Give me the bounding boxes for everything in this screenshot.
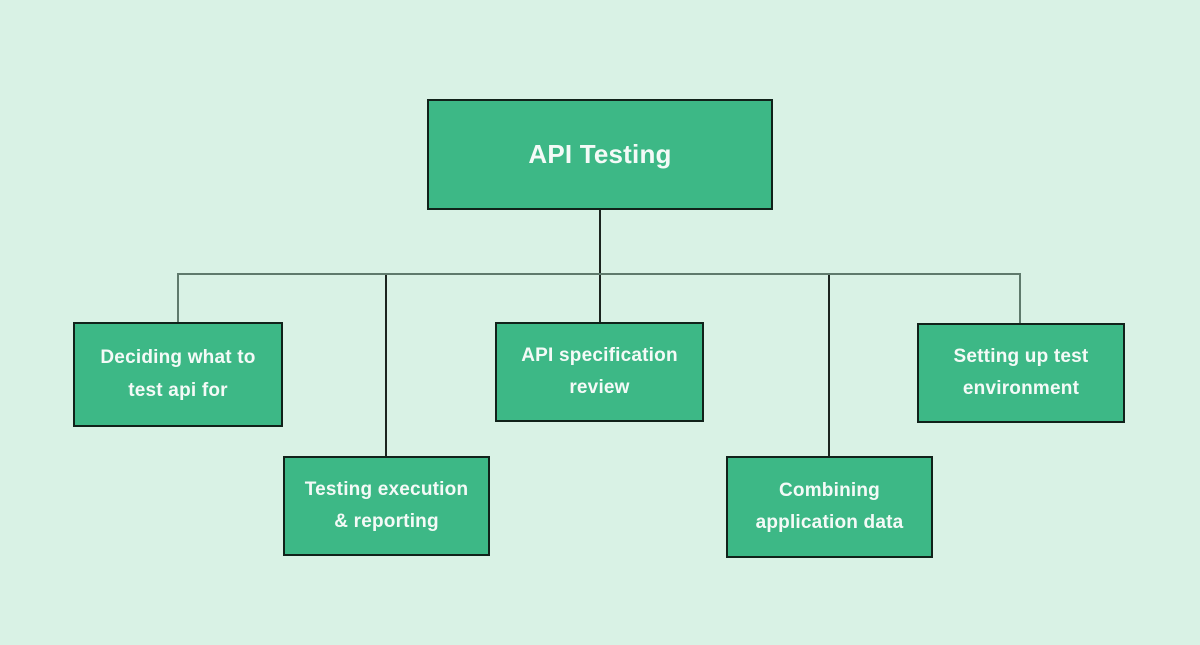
connector-drop-testing-execution: [385, 275, 387, 456]
connector-rail: [177, 273, 1021, 275]
connector-drop-api-specification: [599, 275, 601, 322]
connector-drop-combining-data: [828, 275, 830, 456]
node-deciding-what-to-test-label: Deciding what to test api for: [100, 347, 256, 401]
node-api-specification-review-label: API specification review: [521, 344, 678, 398]
connector-trunk: [599, 210, 601, 274]
node-testing-execution-reporting-label: Testing execution & reporting: [304, 478, 469, 532]
node-deciding-what-to-test: Deciding what to test api for: [73, 322, 283, 427]
connector-drop-right: [1019, 274, 1021, 323]
connector-drop-left: [177, 274, 179, 322]
node-combining-application-data-label: Combining application data: [755, 479, 904, 533]
node-testing-execution-reporting: Testing execution & reporting: [283, 456, 490, 556]
node-setting-up-test-environment-label: Setting up test environment: [953, 345, 1089, 399]
node-setting-up-test-environment: Setting up test environment: [917, 323, 1125, 423]
node-combining-application-data: Combining application data: [726, 456, 933, 558]
node-api-testing: API Testing: [427, 99, 773, 210]
node-api-testing-label: API Testing: [528, 138, 672, 169]
node-api-specification-review: API specification review: [495, 322, 704, 422]
